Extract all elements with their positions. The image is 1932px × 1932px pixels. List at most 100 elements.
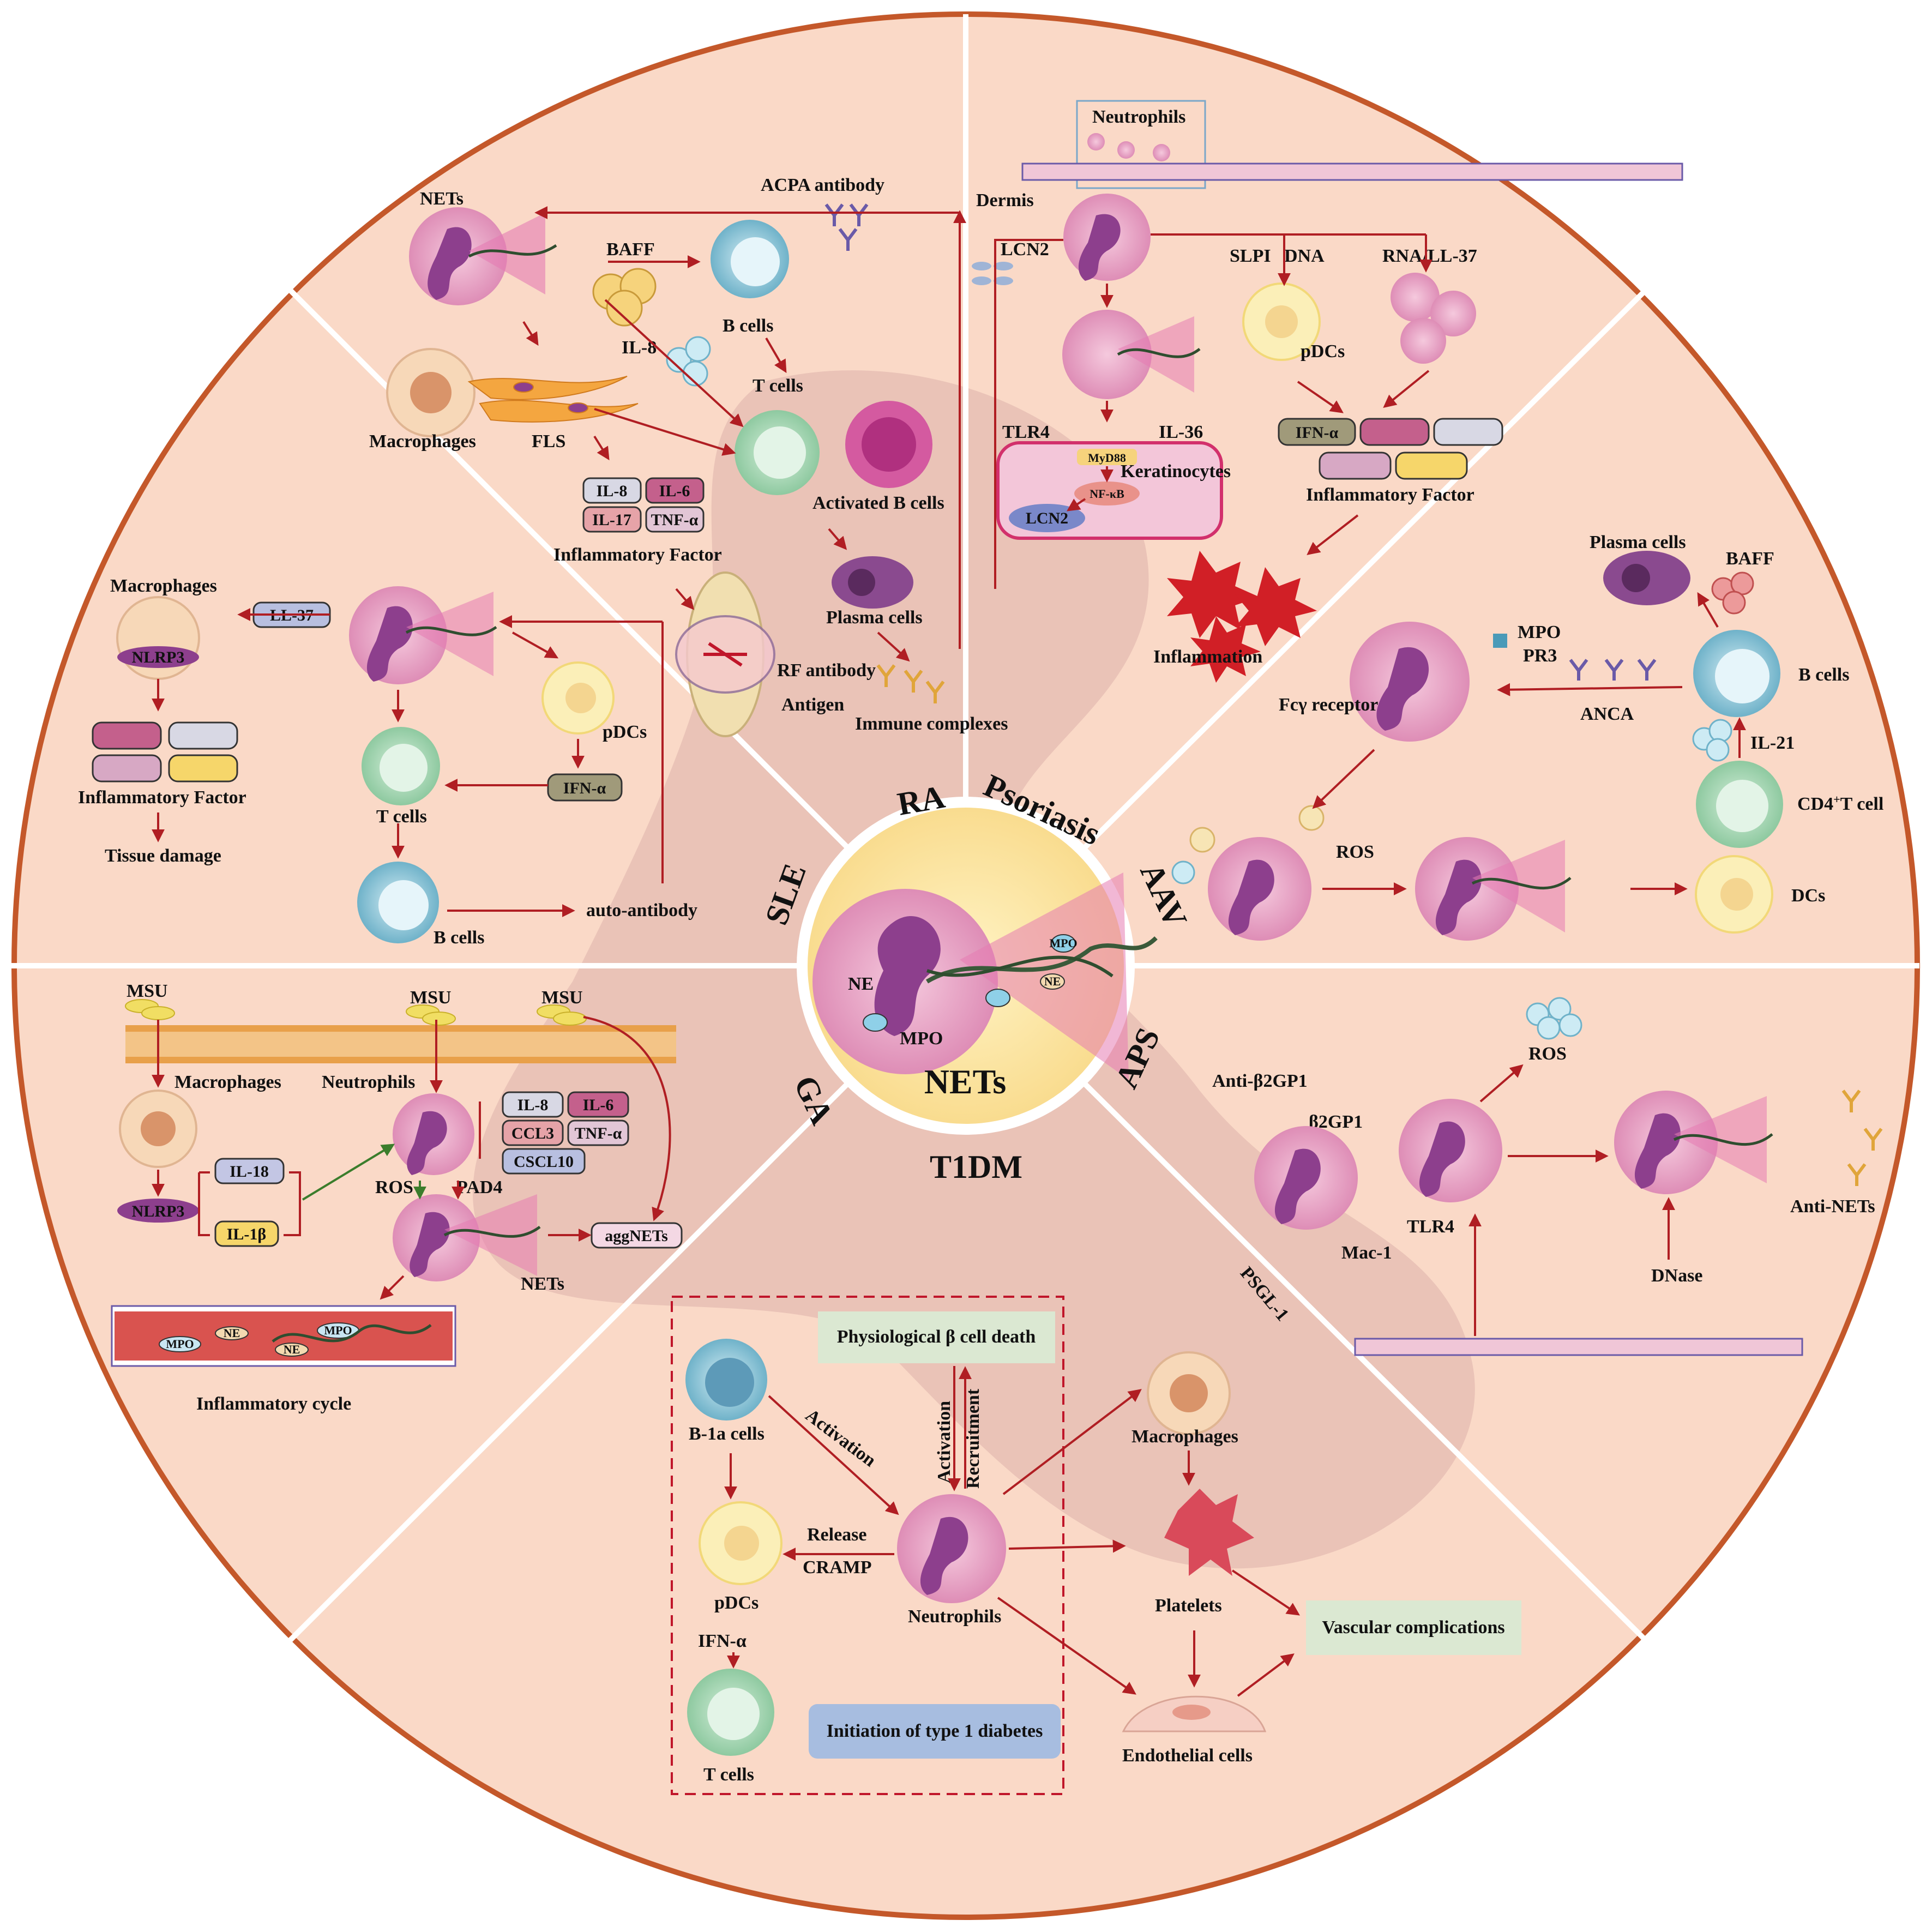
aav-baff-label: BAFF — [1726, 549, 1774, 569]
ra-joint — [675, 571, 775, 737]
pso-rna-ll37-label: RNA/LL-37 — [1382, 246, 1477, 266]
pso-inflammation-bursts — [1167, 551, 1317, 683]
ga-ros-label: ROS — [375, 1177, 413, 1197]
ra-b-cell — [711, 220, 789, 298]
pso-lcn2-label: LCN2 — [1001, 239, 1049, 260]
ga-macrophage — [119, 1090, 197, 1168]
ga-msu3-label: MSU — [541, 988, 583, 1008]
ga-nlrp3-label: NLRP3 — [132, 1202, 185, 1220]
t1dm-t-cells-label: T cells — [703, 1765, 754, 1785]
pso-dna-label: DNA — [1284, 246, 1325, 266]
ra-macrophage — [386, 348, 476, 437]
center-ne-label: NE — [848, 974, 874, 994]
ra-sector: NETs ACPA antibody BAFF B cells IL-8 T c… — [369, 175, 1008, 737]
ga-aggnets-label: aggNETs — [605, 1227, 668, 1245]
ra-il8-dots — [666, 336, 711, 387]
aav-dcs-label: DCs — [1791, 886, 1825, 906]
aav-anca-marks — [1569, 659, 1657, 681]
t1dm-platelet — [1164, 1489, 1254, 1576]
t1dm-vascular-label: Vascular complications — [1322, 1617, 1504, 1638]
t1dm-b1a-cell — [685, 1339, 767, 1421]
sle-nlrp3-label: NLRP3 — [132, 648, 185, 666]
ga-il18-box — [214, 1158, 285, 1184]
center-title: NETs — [924, 1062, 1007, 1101]
ra-baff-label: BAFF — [606, 239, 655, 260]
center-hub: MPO NE NE MPO NETs — [797, 797, 1158, 1135]
ra-il8-label: IL-8 — [622, 338, 657, 358]
ga-msu1-label: MSU — [127, 981, 168, 1001]
t1dm-physiological-box — [818, 1311, 1055, 1363]
aps-anti-b2gp1-label: Anti-β2GP1 — [1212, 1071, 1308, 1091]
ga-cytokine-cscl10: CSCL10 — [514, 1153, 574, 1171]
ga-vessel: MPO MPO NE NE — [111, 1305, 456, 1367]
aav-il21-label: IL-21 — [1750, 733, 1795, 753]
ra-nets-label: NETs — [420, 189, 464, 209]
ga-vessel-mpo1: MPO — [166, 1337, 194, 1351]
pso-inflammatory-factor: Inflammatory Factor — [1306, 485, 1474, 505]
aps-mac1-label: Mac-1 — [1341, 1243, 1392, 1263]
ga-vessel-ne2: NE — [284, 1343, 300, 1356]
pso-myd88-label: MyD88 — [1088, 451, 1126, 465]
sle-sector: Macrophages NLRP3 LL-37 Inflammatory Fac… — [78, 576, 697, 948]
pso-lcn2-box-label: LCN2 — [1026, 509, 1068, 527]
sle-macrophage: NLRP3 — [116, 596, 200, 680]
pso-keratinocyte: MyD88 NF-κB LCN2 — [996, 441, 1223, 540]
ga-cytokine-il8: IL-8 — [517, 1096, 549, 1114]
aav-anca-label: ANCA — [1580, 704, 1634, 724]
ra-plasma-cell — [832, 556, 913, 609]
pso-dermis-label: Dermis — [976, 190, 1034, 210]
sle-ifn-label: IFN-α — [563, 779, 606, 797]
ra-plasma-label: Plasma cells — [826, 607, 923, 628]
aav-dc — [1695, 855, 1773, 934]
pso-il36-label: IL-36 — [1159, 422, 1203, 442]
sle-t-cells-label: T cells — [376, 806, 427, 827]
pso-ifn-label: IFN-α — [1296, 424, 1339, 442]
t1dm-neutrophils-label: Neutrophils — [908, 1606, 1001, 1627]
aps-tlr4-label: TLR4 — [1407, 1217, 1454, 1237]
t1dm-initiation-label: Initiation of type 1 diabetes — [827, 1721, 1043, 1741]
sle-macrophages-label: Macrophages — [110, 576, 217, 596]
t1dm-pdcs-label: pDCs — [714, 1593, 759, 1613]
ga-msu2-label: MSU — [410, 988, 452, 1008]
t1dm-release-label: Release — [807, 1525, 867, 1545]
ga-aggnets-box — [591, 1222, 683, 1249]
aav-cd4-t-cell — [1696, 761, 1783, 848]
ga-cytokine-boxes: IL-8 IL-6 CCL3 TNF-α CSCL10 — [502, 1091, 629, 1175]
center-ne-small: NE — [1044, 974, 1061, 988]
aav-fcg-label: Fcγ receptor — [1279, 695, 1378, 715]
pso-inflammation-label: Inflammation — [1153, 647, 1262, 667]
aps-neutrophil — [1254, 1126, 1358, 1230]
aav-b-cells-label: B cells — [1798, 665, 1849, 685]
pso-neutrophils-label: Neutrophils — [1092, 107, 1185, 127]
aps-ros-dots — [1526, 997, 1582, 1040]
pso-skin-layer — [1021, 162, 1683, 181]
sle-b-cell — [357, 862, 439, 943]
ra-nets-cell — [409, 207, 557, 305]
sector-ra: RA — [895, 779, 948, 822]
aps-anti-nets-marks — [1841, 1090, 1883, 1186]
ra-activated-b-label: Activated B cells — [812, 493, 944, 513]
aps-sector: Anti-β2GP1 β2GP1 PSGL-1 Mac-1 TLR4 ROS A… — [1212, 997, 1883, 1356]
ga-sector: MSU MSU MSU Macrophages NLRP3 IL-18 IL-1… — [111, 981, 683, 1414]
ra-cytokine-il8: IL-8 — [597, 482, 628, 500]
pso-rna-cells — [1391, 273, 1476, 364]
sle-nets-cell — [349, 586, 497, 684]
sle-tissue-damage: Tissue damage — [105, 846, 221, 866]
ga-inflammatory-cycle: Inflammatory cycle — [196, 1394, 351, 1414]
pso-nfkb-label: NF-κB — [1090, 487, 1124, 501]
ga-cytokine-ccl3: CCL3 — [511, 1124, 554, 1142]
t1dm-t-cell — [687, 1669, 774, 1756]
t1dm-platelets-label: Platelets — [1155, 1596, 1222, 1616]
psoriasis-sector: Neutrophils Dermis LCN2 SLPI DNA RNA/LL-… — [972, 100, 1683, 683]
center-mpo-small: MPO — [1049, 936, 1077, 950]
aav-il21-dots — [1692, 719, 1732, 762]
ra-t-cells-label: T cells — [753, 376, 803, 396]
t1dm-cramp-label: CRAMP — [803, 1557, 872, 1578]
aps-nets-cell — [1614, 1091, 1773, 1194]
aav-ros-neutrophil — [1171, 805, 1325, 941]
ra-activated-b-cell — [845, 401, 932, 488]
pso-keratinocytes-label: Keratinocytes — [1121, 461, 1231, 482]
ra-t-cell — [735, 410, 820, 495]
ga-nets-label: NETs — [521, 1274, 564, 1294]
